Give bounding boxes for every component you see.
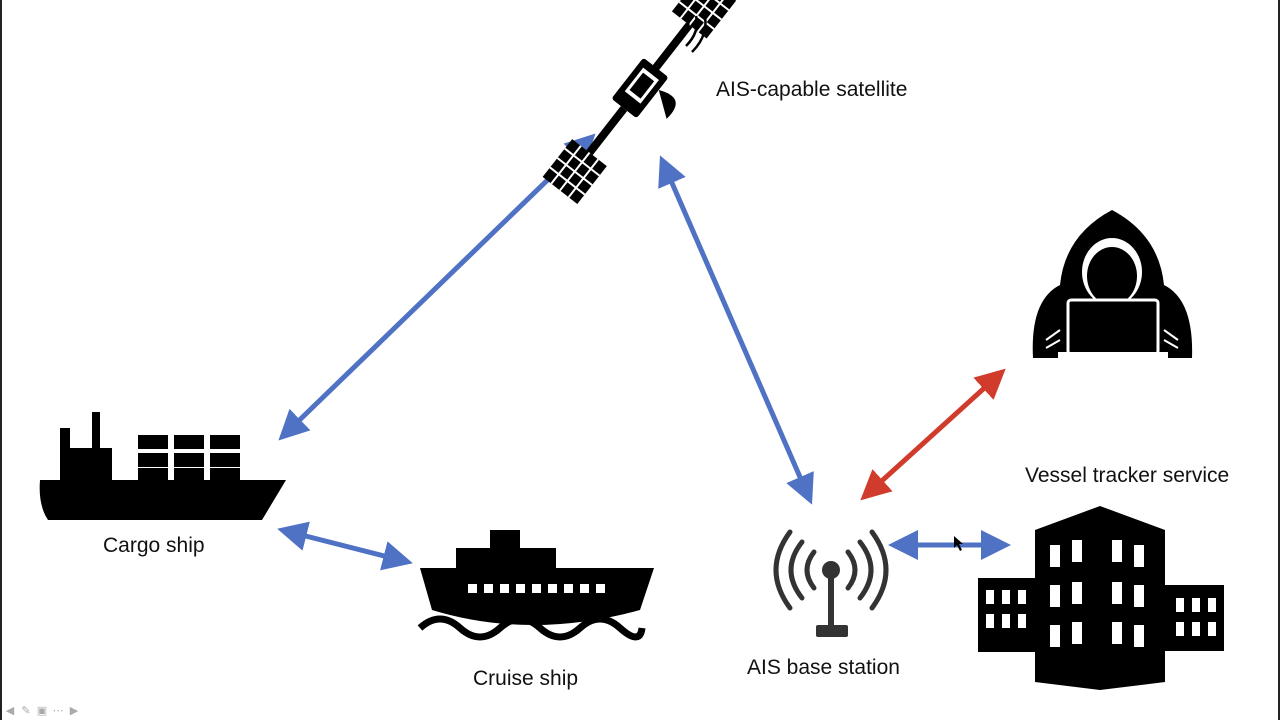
slides-icon[interactable]: ▣ [36, 703, 48, 717]
satellite-label: AIS-capable satellite [716, 78, 908, 101]
cargo-ship-icon [39, 412, 286, 520]
edge-cargo-cruise [277, 521, 413, 571]
edge-hacker-base [860, 368, 1006, 501]
hooded-hacker-icon [1032, 210, 1193, 358]
mouse-cursor-icon [954, 536, 963, 551]
edge-satellite-base [658, 155, 814, 505]
cruise-ship-label: Cruise ship [473, 667, 579, 690]
left-window-border [0, 0, 2, 720]
more-icon[interactable]: ⋯ [52, 703, 64, 717]
right-window-border [1278, 0, 1280, 720]
vessel-tracker-label: Vessel tracker service [1025, 464, 1230, 487]
office-building-icon [978, 506, 1224, 690]
cruise-ship-icon [417, 530, 654, 641]
pen-icon[interactable]: ✎ [21, 703, 31, 717]
base-station-label: AIS base station [747, 656, 900, 679]
antenna-tower-icon [773, 529, 889, 637]
cargo-ship-label: Cargo ship [103, 534, 205, 557]
satellite-icon [542, 0, 737, 204]
slideshow-controls: ◀ ✎ ▣ ⋯ ▶ [3, 702, 81, 718]
edge-cargo-satellite [278, 133, 596, 441]
next-icon[interactable]: ▶ [69, 703, 79, 717]
prev-icon[interactable]: ◀ [5, 703, 15, 717]
